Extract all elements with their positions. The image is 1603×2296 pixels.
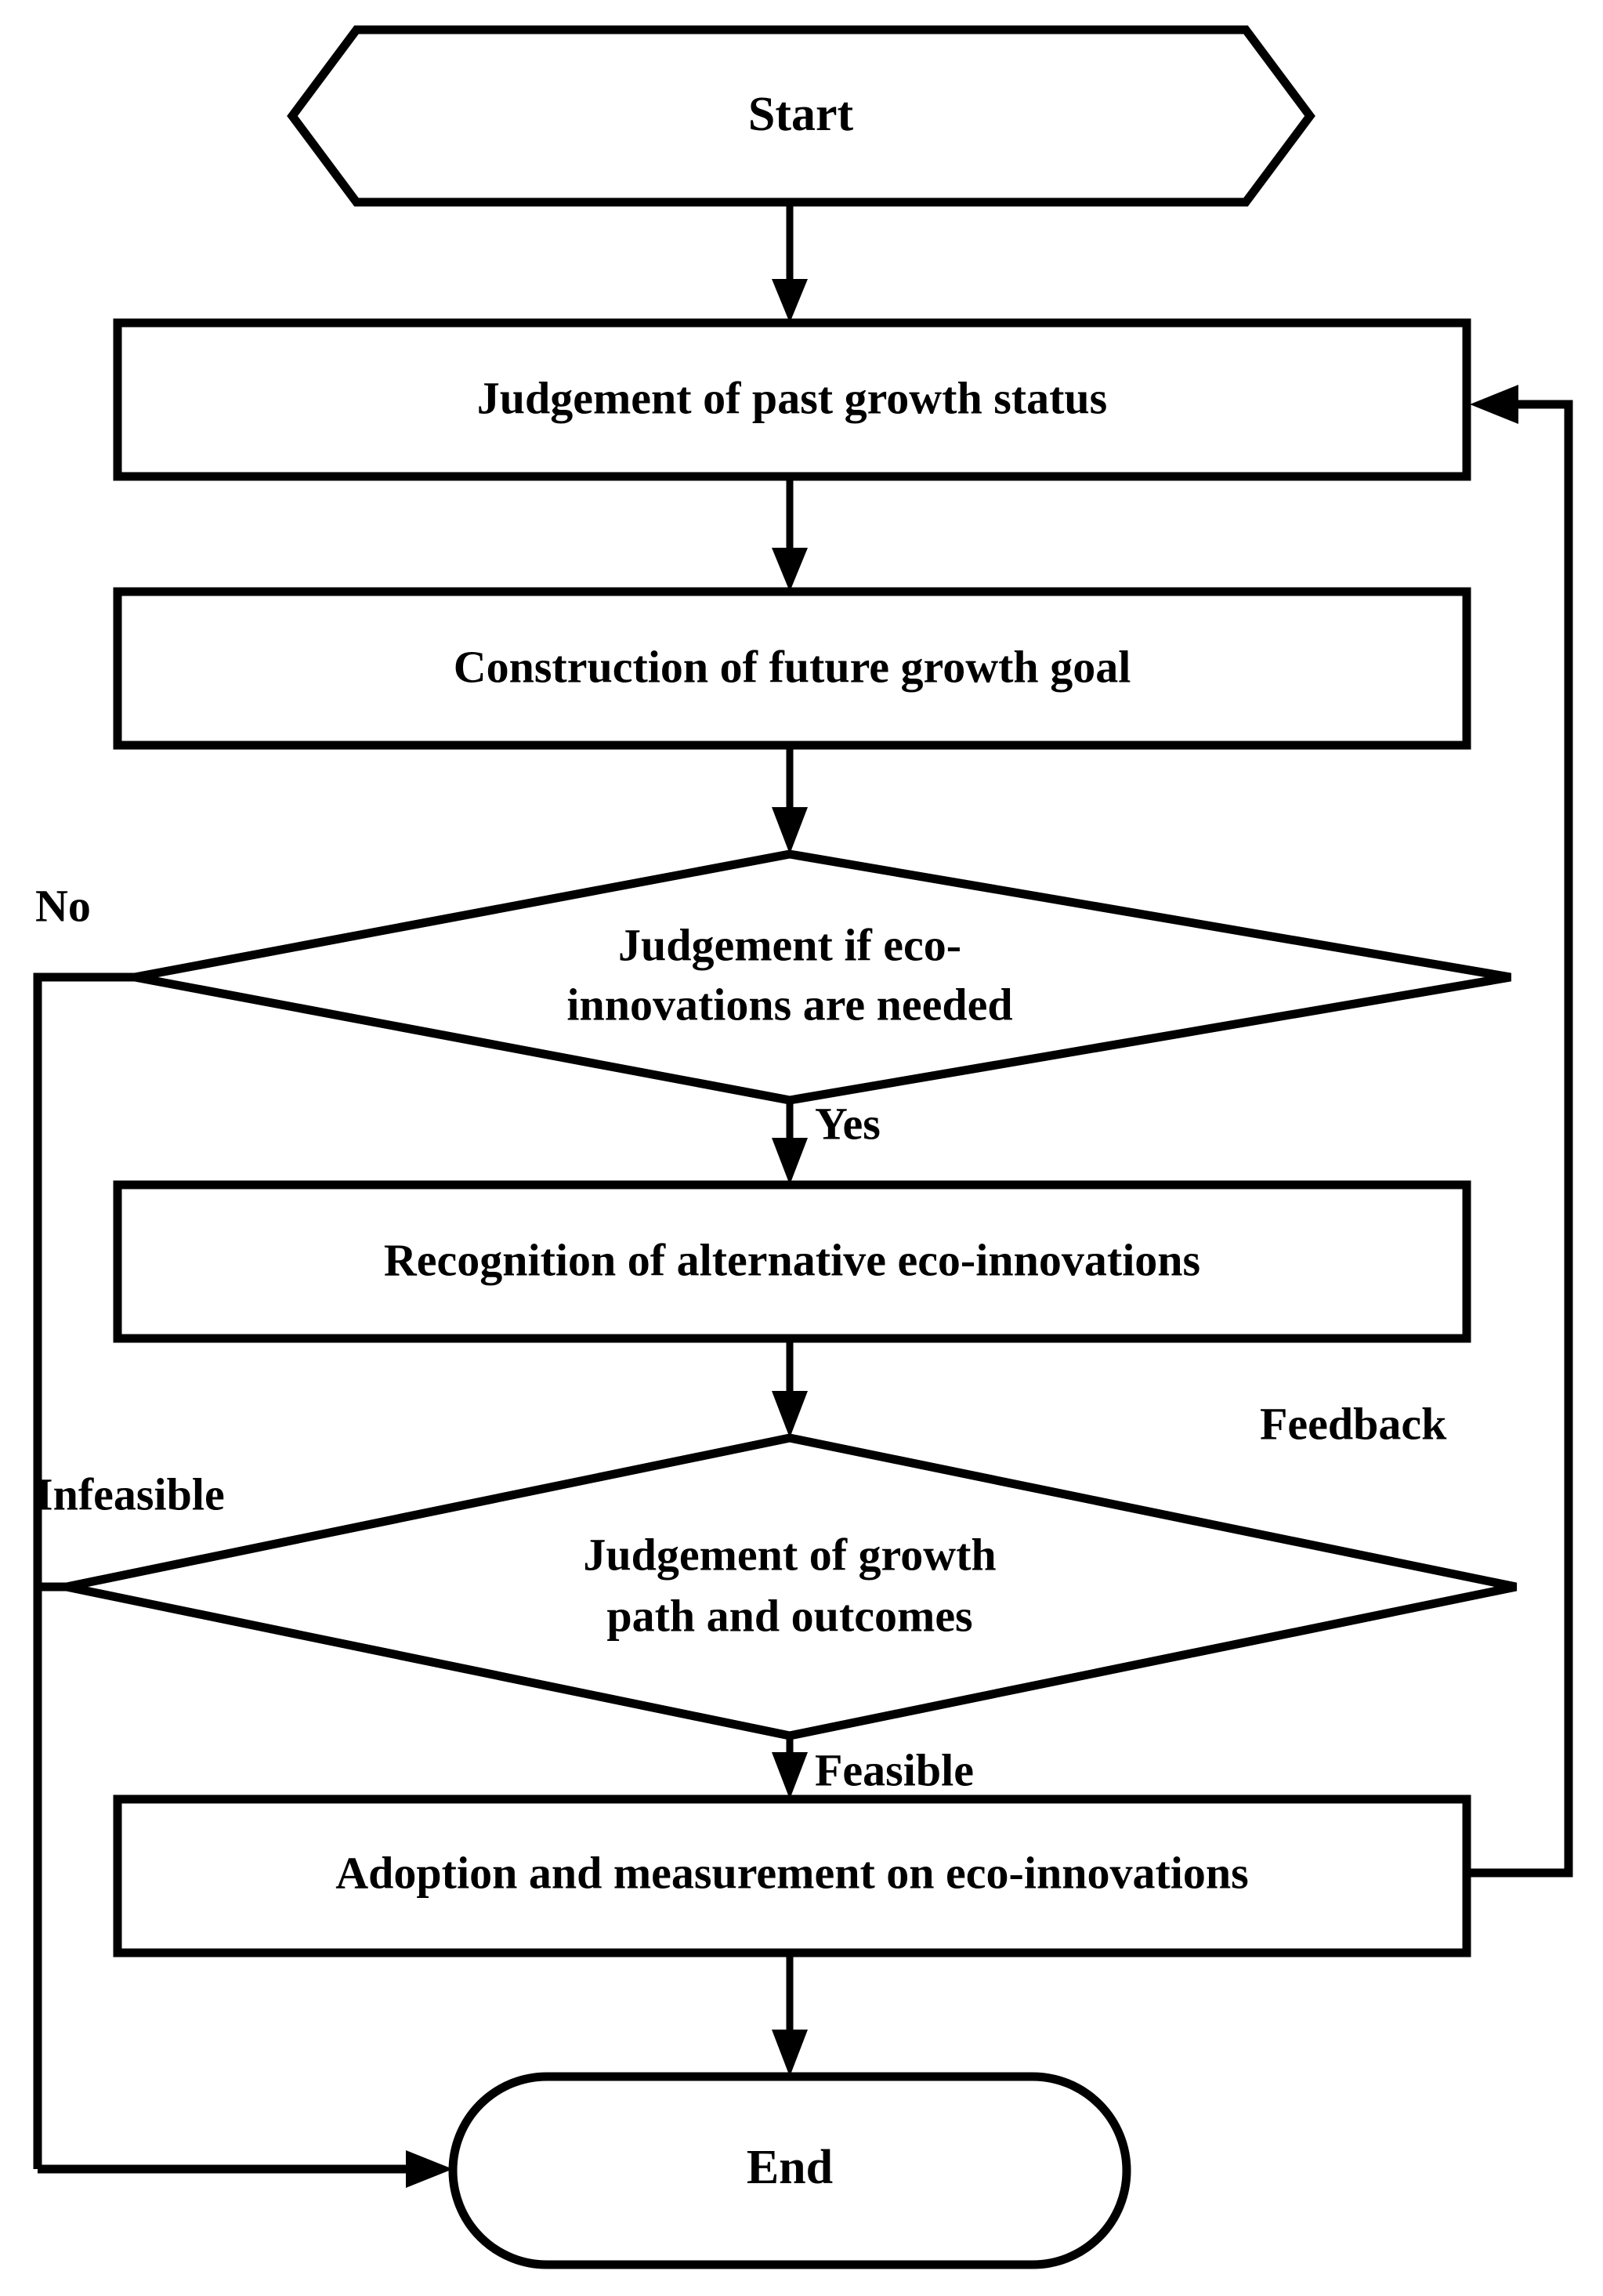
edge-label-infeasible: Infeasible — [35, 1468, 225, 1519]
edge-feedback-loop — [1467, 385, 1573, 1878]
node-end[interactable]: End — [448, 2072, 1131, 2269]
end-stadium-shape — [448, 2072, 1131, 2269]
node-construction-future-growth-goal[interactable]: Construction of future growth goal — [113, 587, 1471, 750]
node-judgement-past-growth-status[interactable]: Judgement of past growth status — [113, 318, 1471, 481]
construct-goal-label: Construction of future growth goal — [454, 641, 1131, 692]
recognition-label: Recognition of alternative eco-innovatio… — [384, 1234, 1200, 1285]
edge-label-yes: Yes — [815, 1098, 881, 1149]
edge-start-to-judge-past — [772, 202, 808, 323]
judge-past-label: Judgement of past growth status — [477, 372, 1108, 423]
edge-construct-goal-to-judge-need — [772, 745, 808, 854]
start-hexagon-shape — [287, 25, 1315, 207]
judge-need-label-line2: innovations are needed — [566, 979, 1012, 1030]
arrowhead-icon — [406, 2150, 453, 2188]
edge-label-feasible: Feasible — [815, 1744, 974, 1795]
edge-feedback-path — [1467, 400, 1573, 1878]
edge-judge-past-to-construct-goal — [772, 476, 808, 592]
edge-label-no: No — [35, 880, 91, 931]
edge-judge-need-to-recognition — [772, 1100, 808, 1185]
start-label: Start — [748, 88, 854, 141]
edge-judge-path-to-adoption — [772, 1736, 808, 1799]
node-judgement-growth-path-outcomes[interactable]: Judgement of growth path and outcomes — [65, 1433, 1518, 1740]
recognition-box-shape — [113, 1180, 1471, 1343]
adoption-box-shape — [113, 1794, 1471, 1957]
arrowhead-icon — [772, 1391, 808, 1438]
judge-path-label-line2: path and outcomes — [606, 1590, 972, 1641]
node-judgement-if-eco-innovations-needed[interactable]: Judgement if eco- innovations are needed — [133, 849, 1511, 1105]
judge-path-label-line1: Judgement of growth — [583, 1529, 996, 1580]
edge-no-branch — [33, 972, 135, 2169]
judge-need-label-line1: Judgement if eco- — [618, 919, 961, 970]
arrowhead-icon — [1470, 385, 1518, 424]
arrowhead-icon — [772, 1138, 808, 1185]
adoption-label: Adoption and measurement on eco-innovati… — [335, 1847, 1249, 1898]
arrowhead-icon — [772, 1752, 808, 1799]
edge-recognition-to-judge-path — [772, 1338, 808, 1438]
edge-label-feedback: Feedback — [1260, 1398, 1447, 1449]
node-start[interactable]: Start — [287, 25, 1315, 207]
edge-left-rail-to-end — [38, 2150, 453, 2188]
judge-path-diamond-shape — [65, 1433, 1518, 1740]
edge-adoption-to-end — [772, 1953, 808, 2077]
arrowhead-icon — [772, 2030, 808, 2077]
node-adoption-measurement-eco-innovations[interactable]: Adoption and measurement on eco-innovati… — [113, 1794, 1471, 1957]
judge-need-diamond-shape — [133, 849, 1511, 1105]
construct-goal-box-shape — [113, 587, 1471, 750]
end-label: End — [747, 2141, 833, 2194]
arrowhead-icon — [772, 548, 808, 592]
arrowhead-icon — [772, 279, 808, 323]
node-recognition-alternative-eco-innovations[interactable]: Recognition of alternative eco-innovatio… — [113, 1180, 1471, 1343]
judge-past-box-shape — [113, 318, 1471, 481]
arrowhead-icon — [772, 807, 808, 854]
